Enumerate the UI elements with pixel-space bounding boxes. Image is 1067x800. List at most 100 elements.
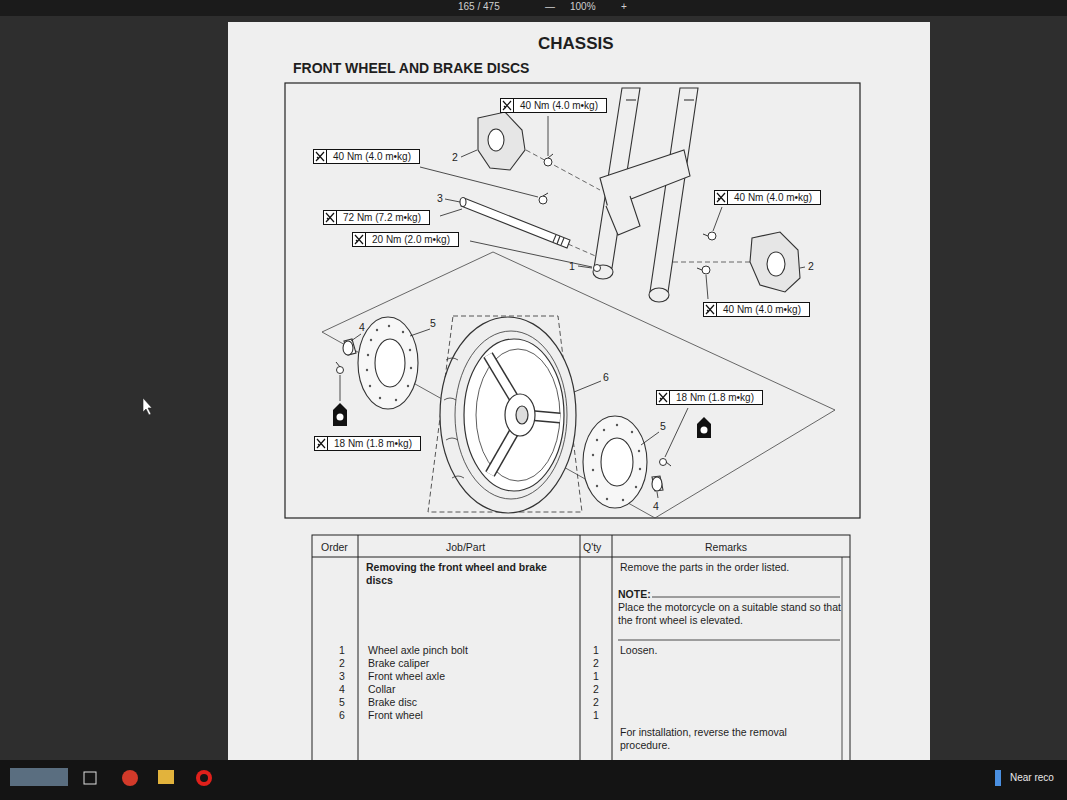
table-header: Q'ty bbox=[583, 541, 601, 554]
disc-holes bbox=[616, 424, 618, 426]
disc-holes bbox=[379, 397, 381, 399]
front-wheel bbox=[455, 331, 567, 499]
torque-value: 20 Nm (2.0 m•kg) bbox=[366, 233, 458, 246]
callout-number: 2 bbox=[452, 151, 458, 163]
front-wheel-axle bbox=[461, 198, 570, 248]
leader-line bbox=[713, 207, 722, 231]
disc-holes bbox=[639, 468, 641, 470]
front-fork bbox=[606, 196, 640, 235]
torque-icon bbox=[315, 437, 328, 450]
table-grid bbox=[358, 535, 359, 775]
table-cell: Brake caliper bbox=[368, 657, 429, 670]
taskbar bbox=[10, 768, 68, 786]
table-cell: NOTE: bbox=[618, 588, 651, 601]
table-grid bbox=[618, 640, 840, 641]
torque-value: 40 Nm (4.0 m•kg) bbox=[717, 303, 809, 316]
front-fork bbox=[600, 150, 690, 208]
table-cell: 2 bbox=[593, 657, 599, 670]
front-wheel bbox=[444, 358, 464, 478]
table-grid bbox=[312, 535, 850, 775]
torque-box: 40 Nm (4.0 m•kg) bbox=[714, 190, 821, 205]
table-cell: 1 bbox=[339, 644, 345, 657]
torque-icon bbox=[355, 235, 363, 244]
callout-number: 5 bbox=[660, 420, 666, 432]
torque-box: 40 Nm (4.0 m•kg) bbox=[703, 302, 810, 317]
table-cell: 2 bbox=[339, 657, 345, 670]
front-wheel bbox=[440, 317, 576, 513]
front-fork bbox=[626, 99, 636, 100]
leader-line bbox=[548, 116, 549, 156]
taskbar bbox=[158, 770, 174, 784]
leader-line bbox=[641, 432, 659, 445]
disc-holes bbox=[635, 486, 637, 488]
front-fork bbox=[650, 88, 698, 292]
callout-number: 4 bbox=[359, 321, 365, 333]
table-cell: Collar bbox=[368, 683, 395, 696]
bolt bbox=[336, 154, 716, 466]
torque-box: 18 Nm (1.8 m•kg) bbox=[314, 436, 421, 451]
table-cell: 6 bbox=[339, 709, 345, 722]
callout-number: 6 bbox=[603, 371, 609, 383]
front-fork bbox=[649, 288, 669, 302]
table-cell: 4 bbox=[339, 683, 345, 696]
table-cell: Place the motorcycle on a suitable stand… bbox=[618, 601, 842, 627]
disc-holes bbox=[596, 439, 598, 441]
table-cell: 1 bbox=[593, 709, 599, 722]
leader-line bbox=[578, 266, 592, 268]
assembly-plane bbox=[322, 252, 835, 518]
collar bbox=[343, 341, 353, 355]
table-cell: 3 bbox=[339, 670, 345, 683]
brake-disc bbox=[358, 317, 418, 409]
bolt bbox=[697, 268, 702, 270]
collar bbox=[344, 339, 356, 355]
disc-holes bbox=[388, 325, 390, 327]
bolt bbox=[660, 459, 667, 466]
front-wheel bbox=[516, 406, 528, 424]
assembly-plane bbox=[568, 244, 600, 258]
front-fork bbox=[593, 88, 698, 302]
toolbar-text: — bbox=[545, 1, 555, 13]
leader-line bbox=[445, 199, 460, 202]
bolt bbox=[666, 462, 671, 466]
brake-disc bbox=[601, 438, 633, 486]
torque-icon bbox=[353, 233, 366, 246]
table-cell: 1 bbox=[593, 644, 599, 657]
leader-line bbox=[351, 334, 361, 341]
taskbar bbox=[122, 770, 138, 786]
locking-agent-symbol bbox=[333, 403, 711, 438]
brake-disc bbox=[358, 317, 647, 508]
table-cell: 2 bbox=[593, 696, 599, 709]
front-wheel-axle bbox=[553, 235, 556, 242]
table-header: Job/Part bbox=[446, 541, 485, 554]
toolbar-text: 165 / 475 bbox=[458, 1, 500, 13]
toolbar-text: 100% bbox=[570, 1, 596, 13]
torque-value: 40 Nm (4.0 m•kg) bbox=[327, 150, 419, 163]
callout-number: 4 bbox=[653, 500, 659, 512]
taskbar-text: Near reco bbox=[1010, 772, 1054, 784]
torque-icon bbox=[326, 213, 334, 222]
taskbar bbox=[196, 770, 212, 786]
front-wheel-axle bbox=[561, 238, 564, 245]
table-grid bbox=[842, 557, 843, 775]
torque-icon bbox=[706, 305, 714, 314]
mouse-cursor bbox=[143, 398, 152, 415]
front-fork bbox=[593, 265, 613, 279]
torque-icon bbox=[314, 150, 327, 163]
disc-holes bbox=[596, 485, 598, 487]
bolt bbox=[539, 196, 547, 204]
brake-caliper bbox=[750, 232, 800, 292]
table-cell: 1 bbox=[593, 670, 599, 683]
front-wheel-axle bbox=[460, 198, 466, 207]
torque-icon bbox=[317, 439, 325, 448]
table-cell: Remove the parts in the order listed. bbox=[620, 561, 789, 574]
locking-agent-symbol bbox=[333, 403, 347, 426]
bolt bbox=[708, 232, 716, 240]
front-wheel-axle bbox=[460, 198, 570, 249]
torque-box: 20 Nm (2.0 m•kg) bbox=[352, 232, 459, 247]
disc-holes bbox=[638, 450, 640, 452]
torque-box: 72 Nm (7.2 m•kg) bbox=[323, 210, 430, 225]
disc-holes bbox=[370, 339, 372, 341]
callout-number: 2 bbox=[808, 260, 814, 272]
torque-icon bbox=[503, 101, 511, 110]
diagram-frame bbox=[285, 83, 860, 518]
